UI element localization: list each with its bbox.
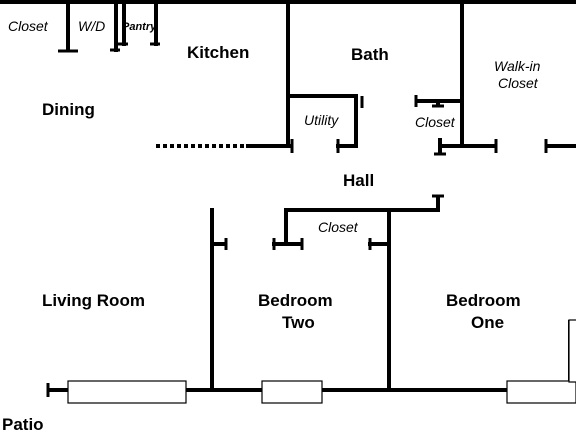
label-bedroom-one-1: Bedroom bbox=[446, 291, 521, 310]
label-bedroom-two-2: Two bbox=[282, 313, 315, 332]
label-hall: Hall bbox=[343, 171, 374, 190]
label-closet-top-left: Closet bbox=[8, 18, 49, 34]
label-bedroom-two-1: Bedroom bbox=[258, 291, 333, 310]
window-right-side bbox=[568, 319, 576, 383]
windows bbox=[67, 319, 576, 404]
window-living-room bbox=[67, 380, 187, 404]
label-wd: W/D bbox=[78, 18, 105, 34]
label-patio: Patio bbox=[2, 415, 44, 432]
room-labels: Closet W/D Pantry Kitchen Bath Walk-in C… bbox=[2, 18, 541, 432]
label-living-room: Living Room bbox=[42, 291, 145, 310]
label-utility: Utility bbox=[304, 112, 339, 128]
label-walk-in-1: Walk-in bbox=[494, 58, 541, 74]
window-bedroom-one bbox=[506, 380, 576, 404]
label-bedroom-one-2: One bbox=[471, 313, 504, 332]
label-kitchen: Kitchen bbox=[187, 43, 249, 62]
label-closet-hall: Closet bbox=[415, 114, 456, 130]
label-dining: Dining bbox=[42, 100, 95, 119]
label-closet-bedroom: Closet bbox=[318, 219, 359, 235]
window-bedroom-two bbox=[261, 380, 323, 404]
label-bath: Bath bbox=[351, 45, 389, 64]
label-walk-in-2: Closet bbox=[498, 75, 539, 91]
walls bbox=[0, 0, 576, 397]
label-pantry: Pantry bbox=[122, 21, 157, 33]
